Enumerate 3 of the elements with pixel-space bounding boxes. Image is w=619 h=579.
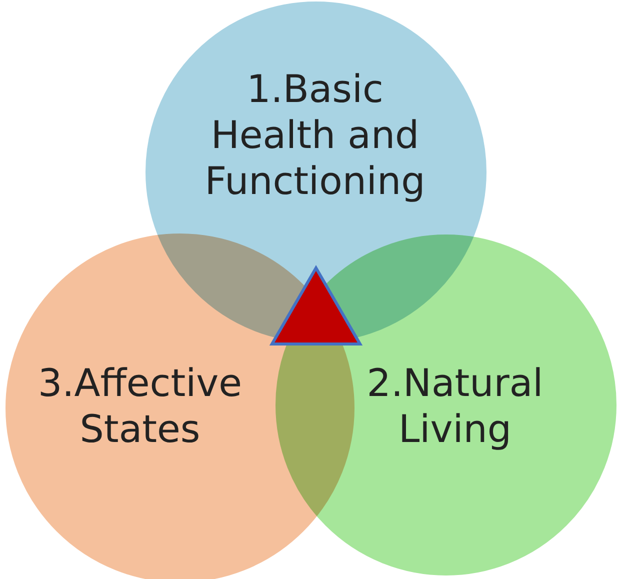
- circle-label: 1.Basic Health and Functioning: [204, 66, 426, 204]
- circle-label: 3.Affective States: [36, 360, 244, 452]
- circle-label: 2.Natural Living: [366, 360, 544, 452]
